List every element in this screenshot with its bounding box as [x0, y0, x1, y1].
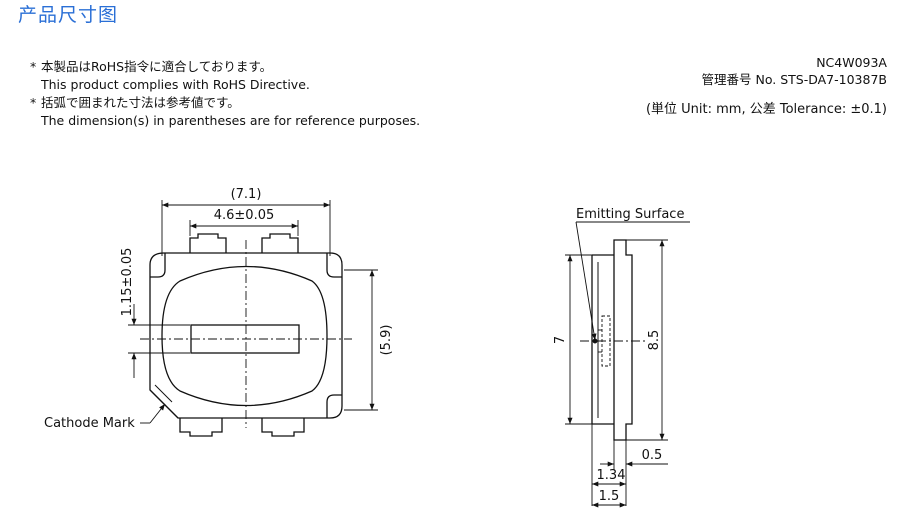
cathode-mark-label: Cathode Mark [44, 416, 135, 431]
side-body [613, 239, 633, 441]
note-1: * 本製品はRoHS指令に適合しております。 This product comp… [30, 58, 420, 94]
dim-overall-width: (7.1) [231, 187, 262, 202]
dim-lens-width: 4.6±0.05 [214, 208, 275, 223]
lens-outline [161, 265, 328, 407]
top-pad-left [189, 233, 227, 253]
note-2-jp: 括弧で囲まれた寸法は参考値です。 [41, 95, 240, 110]
dim-height: (5.9) [379, 325, 394, 356]
bottom-pad-left [179, 418, 223, 437]
corner-notch-br [326, 394, 342, 418]
document-header: NC4W093A 管理番号 No. STS-DA7-10387B [702, 54, 887, 88]
front-dimensions [128, 200, 378, 424]
dim-emitting-depth: 1.34 [597, 468, 626, 483]
dim-inner-height: 7 [553, 336, 568, 344]
side-dimensions [565, 221, 690, 508]
front-view [140, 233, 352, 437]
model-code: NC4W093A [816, 55, 887, 70]
dim-total-depth: 1.5 [599, 489, 620, 504]
emitting-surface-label: Emitting Surface [576, 207, 684, 222]
side-view [580, 239, 645, 441]
note-2-en: The dimension(s) in parentheses are for … [41, 113, 421, 128]
dim-small-thickness: 0.5 [642, 448, 663, 463]
dim-outer-height: 8.5 [647, 330, 662, 351]
dim-offset: 1.15±0.05 [120, 248, 135, 317]
management-number: 管理番号 No. STS-DA7-10387B [701, 72, 887, 87]
note-2: * 括弧で囲まれた寸法は参考値です。 The dimension(s) in p… [30, 94, 420, 130]
note-1-jp: 本製品はRoHS指令に適合しております。 [41, 59, 273, 74]
unit-tolerance: (単位 Unit: mm, 公差 Tolerance: ±0.1) [645, 102, 887, 117]
note-1-en: This product complies with RoHS Directiv… [41, 77, 310, 92]
bottom-pad-right [261, 418, 305, 437]
package-body [149, 252, 343, 419]
notes-block: * 本製品はRoHS指令に適合しております。 This product comp… [30, 58, 420, 130]
corner-notch-tl [150, 253, 166, 278]
note-marker: * [30, 95, 37, 110]
corner-notch-tr [326, 253, 342, 278]
page-title: 产品尺寸图 [18, 4, 119, 26]
top-pad-right [261, 233, 299, 253]
side-chip [601, 315, 611, 367]
note-marker: * [30, 59, 37, 74]
